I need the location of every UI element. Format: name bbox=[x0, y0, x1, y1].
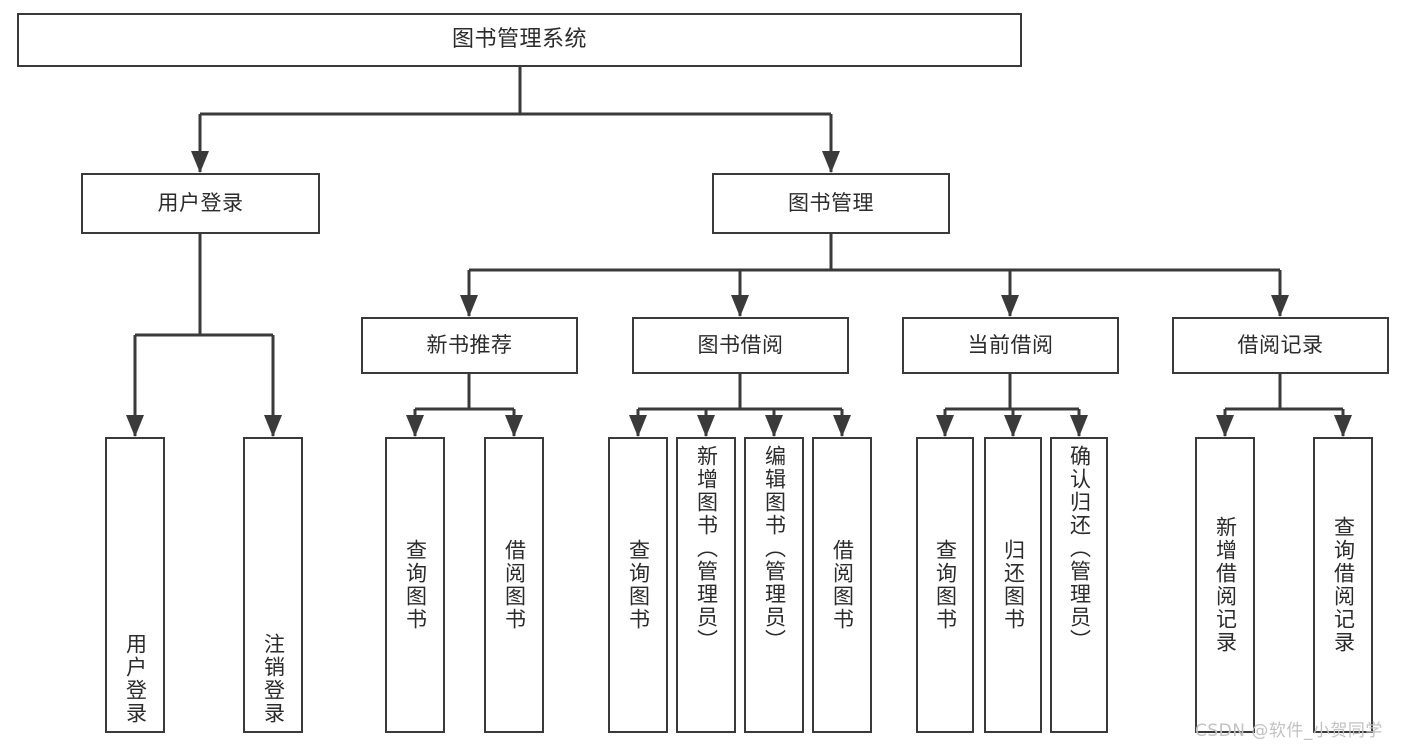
conn-borrow-log-arrow-1 bbox=[1334, 415, 1352, 437]
node-leaf-bl-add[interactable]: 新增借阅记录 bbox=[1195, 437, 1255, 733]
csdn-watermark: CSDN @软件_小贺同学 bbox=[1195, 721, 1383, 741]
conn-book-manage-arrow-3 bbox=[1271, 295, 1289, 317]
node-leaf-nb-borrow[interactable]: 借阅图书 bbox=[484, 437, 544, 733]
conn-user-login-arrow-1 bbox=[264, 415, 282, 437]
conn-borrow-log-arrow-0 bbox=[1216, 415, 1234, 437]
node-leaf-user-logout[interactable]: 注销登录 bbox=[243, 437, 303, 733]
conn-book-borrow-arrow-1 bbox=[697, 415, 715, 437]
conn-book-manage-arrow-1 bbox=[731, 295, 749, 317]
conn-user-login-arrow-0 bbox=[126, 415, 144, 437]
conn-root-arrow-0 bbox=[191, 151, 209, 173]
node-leaf-user-login[interactable]: 用户登录 bbox=[105, 437, 165, 733]
node-label: 当前借阅 bbox=[967, 333, 1054, 358]
conn-book-borrow-arrow-3 bbox=[833, 415, 851, 437]
node-book-borrow[interactable]: 图书借阅 bbox=[632, 317, 849, 374]
node-label: 借阅图书 bbox=[830, 539, 855, 631]
conn-book-borrow-arrow-0 bbox=[629, 415, 647, 437]
node-leaf-cb-confirm[interactable]: 确认归还（管理员） bbox=[1050, 437, 1108, 733]
node-label: 查询图书 bbox=[933, 539, 958, 631]
node-label: 新增图书（管理员） bbox=[694, 445, 719, 652]
node-label: 注销登录 bbox=[261, 633, 286, 725]
node-label: 归还图书 bbox=[1001, 539, 1026, 631]
node-user-login[interactable]: 用户登录 bbox=[81, 173, 320, 234]
node-borrow-log[interactable]: 借阅记录 bbox=[1172, 317, 1389, 374]
node-label: 借阅记录 bbox=[1237, 333, 1324, 358]
node-label: 新增借阅记录 bbox=[1213, 516, 1238, 654]
node-label: 图书借阅 bbox=[697, 333, 784, 358]
conn-new-book-arrow-1 bbox=[505, 415, 523, 437]
node-label: 用户登录 bbox=[123, 633, 148, 725]
conn-cur-borrow-arrow-2 bbox=[1070, 415, 1088, 437]
conn-book-manage-arrow-0 bbox=[460, 295, 478, 317]
conn-book-borrow-arrow-2 bbox=[765, 415, 783, 437]
conn-book-manage-arrow-2 bbox=[1001, 295, 1019, 317]
node-cur-borrow[interactable]: 当前借阅 bbox=[902, 317, 1119, 374]
node-book-manage[interactable]: 图书管理 bbox=[712, 173, 950, 234]
node-label: 新书推荐 bbox=[426, 333, 513, 358]
node-leaf-bb-borrow[interactable]: 借阅图书 bbox=[812, 437, 872, 733]
node-new-book-rec[interactable]: 新书推荐 bbox=[361, 317, 578, 374]
node-label: 图书管理 bbox=[788, 191, 874, 216]
node-root[interactable]: 图书管理系统 bbox=[17, 13, 1022, 67]
conn-root-arrow-1 bbox=[822, 151, 840, 173]
node-leaf-bb-add[interactable]: 新增图书（管理员） bbox=[676, 437, 736, 733]
node-leaf-bb-query[interactable]: 查询图书 bbox=[608, 437, 668, 733]
node-leaf-bl-query[interactable]: 查询借阅记录 bbox=[1313, 437, 1373, 733]
node-label: 借阅图书 bbox=[502, 539, 527, 631]
node-leaf-nb-query[interactable]: 查询图书 bbox=[385, 437, 445, 733]
conn-cur-borrow-arrow-1 bbox=[1004, 415, 1022, 437]
node-label: 编辑图书（管理员） bbox=[762, 445, 787, 652]
node-label: 确认归还（管理员） bbox=[1067, 445, 1092, 652]
node-leaf-bb-edit[interactable]: 编辑图书（管理员） bbox=[744, 437, 804, 733]
node-leaf-cb-return[interactable]: 归还图书 bbox=[984, 437, 1042, 733]
conn-cur-borrow-arrow-0 bbox=[936, 415, 954, 437]
node-leaf-cb-query[interactable]: 查询图书 bbox=[916, 437, 974, 733]
node-label: 图书管理系统 bbox=[451, 27, 587, 53]
conn-new-book-arrow-0 bbox=[406, 415, 424, 437]
node-label: 查询借阅记录 bbox=[1331, 516, 1356, 654]
node-label: 查询图书 bbox=[403, 539, 428, 631]
node-label: 用户登录 bbox=[157, 191, 244, 216]
node-label: 查询图书 bbox=[626, 539, 651, 631]
